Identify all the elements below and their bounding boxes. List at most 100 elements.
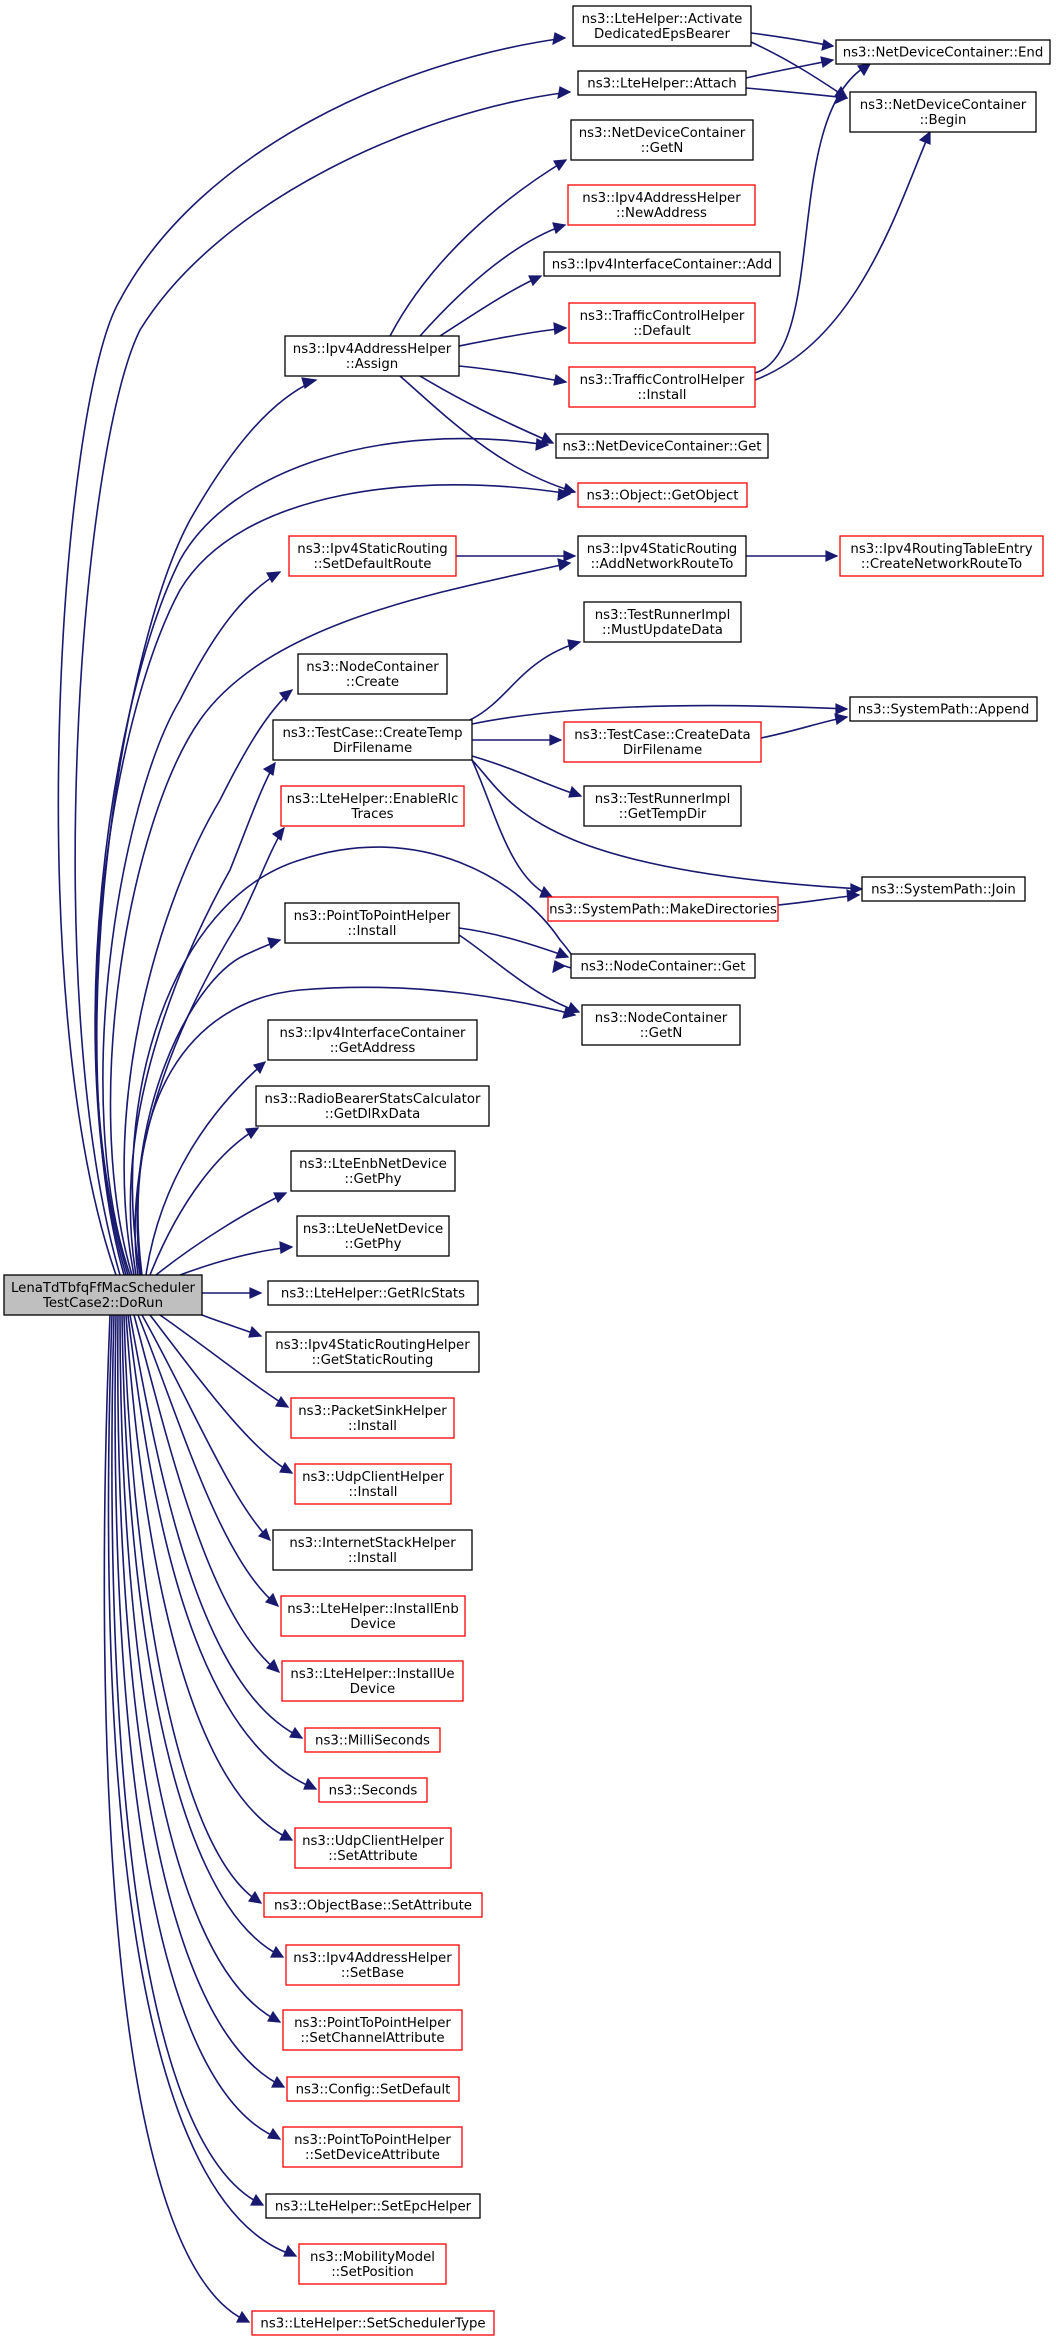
node-label: Device [350,1682,395,1697]
node-ipv4srh-getstaticrouting[interactable]: ns3::Ipv4StaticRoutingHelper::GetStaticR… [265,1331,480,1373]
node-ue-getphy[interactable]: ns3::LteUeNetDevice::GetPhy [296,1215,450,1257]
node-ob-setattribute[interactable]: ns3::ObjectBase::SetAttribute [263,1892,483,1918]
node-label: ns3::NetDeviceContainer::End [843,46,1044,61]
node-label: ::CreateNetworkRouteTo [861,557,1022,572]
node-label: ns3::LteHelper::SetEpcHelper [275,2200,472,2215]
edge-line [121,1314,284,1958]
call-edge [149,1314,294,1474]
edge-line [159,1314,289,1408]
node-p2p-install[interactable]: ns3::PointToPointHelper::Install [284,902,460,944]
call-edge [745,87,849,104]
node-label: ::GetDlRxData [325,1107,420,1122]
arrowhead-icon [271,2075,286,2088]
node-label: ns3::Object::GetObject [586,489,738,504]
node-sp-append[interactable]: ns3::SystemPath::Append [849,696,1038,722]
node-uch-install[interactable]: ns3::UdpClientHelper::Install [294,1463,452,1505]
node-sp-makedirectories[interactable]: ns3::SystemPath::MakeDirectories [547,896,779,922]
node-label: ::SetChannelAttribute [300,2031,444,2046]
arrowhead-icon [250,2193,265,2206]
node-tri-mustupdatedata[interactable]: ns3::TestRunnerImpl::MustUpdateData [583,601,742,643]
call-edge [159,1314,290,1408]
node-label: ns3::NetDeviceContainer [579,126,746,141]
node-seconds[interactable]: ns3::Seconds [318,1777,428,1803]
node-ipv4sr-setdefaultroute[interactable]: ns3::Ipv4StaticRouting::SetDefaultRoute [288,535,457,577]
node-box [577,70,747,96]
node-enb-getphy[interactable]: ns3::LteEnbNetDevice::GetPhy [290,1150,456,1192]
node-p2p-setchannelattribute[interactable]: ns3::PointToPointHelper::SetChannelAttri… [282,2009,463,2051]
node-label: ns3::Ipv4AddressHelper [293,342,452,357]
arrowhead-icon [567,639,582,652]
arrowhead-icon [834,713,849,726]
node-lte-getrlcstats[interactable]: ns3::LteHelper::GetRlcStats [267,1280,479,1306]
node-nc-get[interactable]: ns3::NodeContainer::Get [570,953,756,979]
call-edge [123,1314,263,1904]
node-label: ns3::LteHelper::EnableRlc [287,792,459,807]
node-ipv4addr-setbase[interactable]: ns3::Ipv4AddressHelper::SetBase [285,1944,460,1986]
node-tri-gettempdir[interactable]: ns3::TestRunnerImpl::GetTempDir [583,785,742,827]
node-tch-install[interactable]: ns3::TrafficControlHelper::Install [568,366,756,408]
node-label: ns3::MobilityModel [310,2250,435,2265]
call-edge [155,1192,288,1276]
node-label: TestCase2::DoRun [42,1296,163,1311]
node-ipv4rte-createnetworkrouteto[interactable]: ns3::Ipv4RoutingTableEntry::CreateNetwor… [839,535,1044,577]
node-lte-setepchelper[interactable]: ns3::LteHelper::SetEpcHelper [265,2193,481,2219]
node-p2p-setdeviceattribute[interactable]: ns3::PointToPointHelper::SetDeviceAttrib… [282,2126,463,2168]
node-ipv4sr-addnetworkrouteto[interactable]: ns3::Ipv4StaticRouting::AddNetworkRouteT… [577,535,747,577]
call-edge [201,1314,263,1338]
edge-line [123,1314,262,1904]
node-uch-setattribute[interactable]: ns3::UdpClientHelper::SetAttribute [294,1827,452,1869]
call-edge [750,32,835,51]
call-edge [107,1314,298,2257]
arrowhead-icon [279,1461,294,1474]
node-nc-getn[interactable]: ns3::NodeContainer::GetN [581,1004,741,1046]
node-box [288,535,457,577]
node-label: ns3::Ipv4RoutingTableEntry [850,542,1032,557]
node-sp-join[interactable]: ns3::SystemPath::Join [861,876,1026,902]
node-tch-default[interactable]: ns3::TrafficControlHelper::Default [568,302,756,344]
node-label: ::GetAddress [330,1041,416,1056]
node-label: ::Install [638,388,687,403]
node-label: ns3::Ipv4StaticRouting [587,542,737,557]
node-ndc-begin[interactable]: ns3::NetDeviceContainer::Begin [849,91,1037,133]
node-lte-attach[interactable]: ns3::LteHelper::Attach [577,70,747,96]
node-ipv4addr-assign[interactable]: ns3::Ipv4AddressHelper::Assign [284,335,460,377]
edge-line [458,934,580,1013]
node-rbsc-getdlrxdata[interactable]: ns3::RadioBearerStatsCalculator::GetDlRx… [255,1085,490,1127]
node-label: ns3::LteHelper::InstallEnb [287,1602,459,1617]
node-ipv4ic-getaddress[interactable]: ns3::Ipv4InterfaceContainer::GetAddress [267,1019,478,1061]
node-lte-activate[interactable]: ns3::LteHelper::ActivateDedicatedEpsBear… [572,5,752,47]
node-label: LenaTdTbfqFfMacScheduler [11,1281,196,1296]
node-box [835,39,1051,65]
node-object-getobject[interactable]: ns3::Object::GetObject [577,482,748,508]
node-ndc-end[interactable]: ns3::NetDeviceContainer::End [835,39,1051,65]
edge-line [419,224,566,337]
edge-line [111,1314,264,2206]
node-psh-install[interactable]: ns3::PacketSinkHelper::Install [290,1397,455,1439]
arrowhead-icon [568,785,583,798]
node-ish-install[interactable]: ns3::InternetStackHelper::Install [272,1529,473,1571]
node-nc-create[interactable]: ns3::NodeContainer::Create [297,653,448,695]
node-ipv4addr-newaddress[interactable]: ns3::Ipv4AddressHelper::NewAddress [567,184,756,226]
edge-line [750,32,834,47]
node-ipv4ic-add[interactable]: ns3::Ipv4InterfaceContainer::Add [543,251,781,277]
node-config-setdefault[interactable]: ns3::Config::SetDefault [286,2076,460,2102]
call-edge [202,1287,263,1299]
call-edge [134,826,285,1276]
node-mm-setposition[interactable]: ns3::MobilityModel::SetPosition [298,2243,447,2285]
arrowhead-icon [918,130,931,145]
node-ndc-getn[interactable]: ns3::NetDeviceContainer::GetN [570,119,754,161]
node-lte-setschedulertype[interactable]: ns3::LteHelper::SetSchedulerType [251,2310,495,2336]
node-label: ns3::PointToPointHelper [294,2016,451,2031]
node-ndc-get[interactable]: ns3::NetDeviceContainer::Get [555,433,769,459]
call-edge [777,889,861,906]
arrowhead-icon [553,373,568,386]
node-milliseconds[interactable]: ns3::MilliSeconds [304,1727,441,1753]
node-label: ns3::LteUeNetDevice [303,1222,443,1237]
